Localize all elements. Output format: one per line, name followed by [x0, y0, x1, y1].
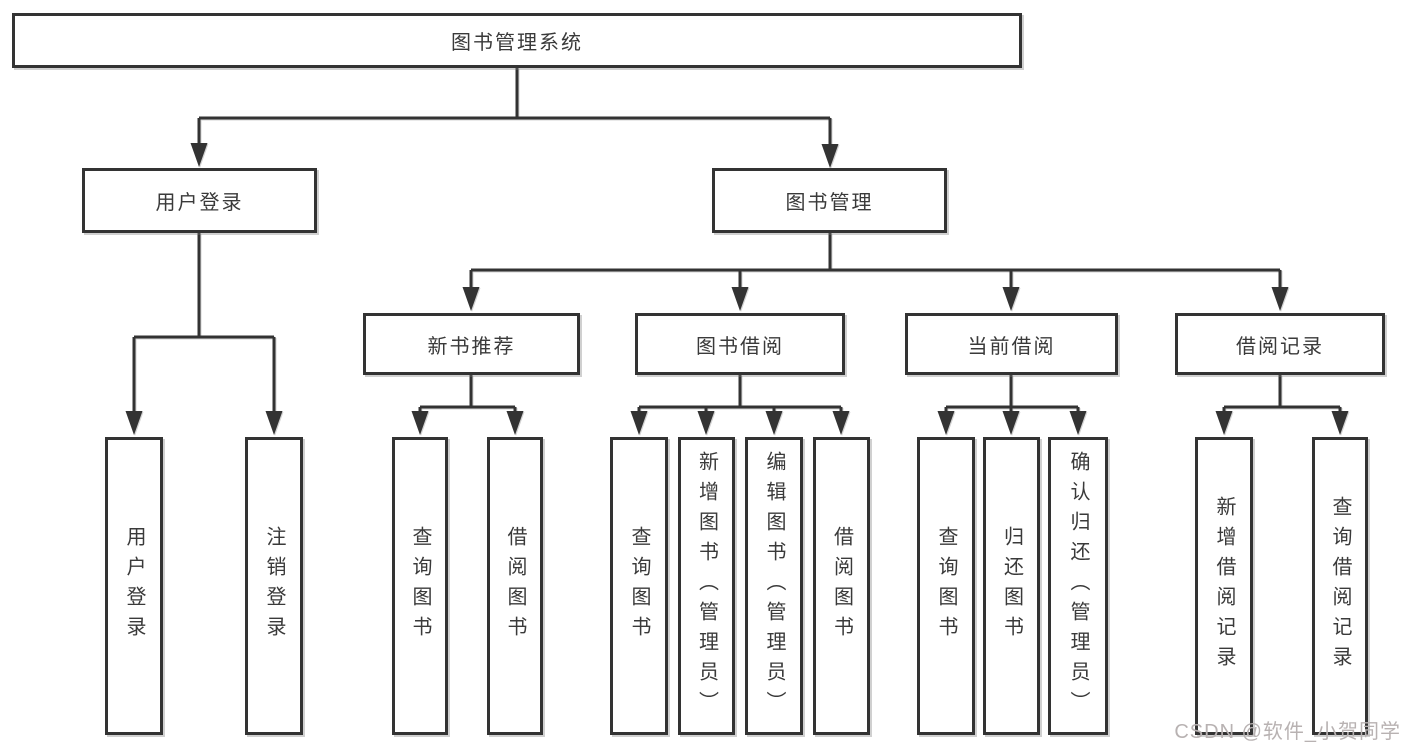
arrowhead — [765, 411, 783, 435]
leaf-query-book-recommend: 查询图书 — [392, 437, 448, 735]
node-new-book-recommend: 新书推荐 — [363, 313, 580, 375]
leaf-user-login: 用户登录 — [105, 437, 163, 735]
node-user-login: 用户登录 — [82, 168, 317, 233]
arrowhead — [265, 411, 283, 435]
arrowhead — [1002, 411, 1020, 435]
leaf-borrow-book: 借阅图书 — [813, 437, 870, 735]
leaf-add-book-admin: 新增图书（管理员） — [678, 437, 735, 735]
arrowhead — [630, 411, 648, 435]
arrowhead — [411, 411, 429, 435]
leaf-return-book: 归还图书 — [983, 437, 1040, 735]
arrowhead — [1215, 411, 1233, 435]
leaf-add-borrow-record: 新增借阅记录 — [1195, 437, 1253, 735]
arrowhead — [697, 411, 715, 435]
node-current-borrowing: 当前借阅 — [905, 313, 1118, 375]
arrowhead — [1271, 287, 1289, 311]
leaf-query-book-current: 查询图书 — [917, 437, 975, 735]
node-root: 图书管理系统 — [12, 13, 1022, 68]
arrowhead — [190, 143, 208, 167]
arrowhead — [462, 287, 480, 311]
csdn-watermark: CSDN @软件_小贺同学 — [1174, 721, 1401, 743]
arrowhead — [1331, 411, 1349, 435]
arrowhead — [731, 287, 749, 311]
arrowhead — [821, 144, 839, 168]
leaf-confirm-return-admin: 确认归还（管理员） — [1048, 437, 1108, 735]
leaf-logout: 注销登录 — [245, 437, 303, 735]
node-book-management: 图书管理 — [712, 168, 947, 233]
arrowhead — [506, 411, 524, 435]
arrowhead — [937, 411, 955, 435]
leaf-borrow-book-recommend: 借阅图书 — [487, 437, 543, 735]
arrowhead — [832, 411, 850, 435]
arrowhead — [1069, 411, 1087, 435]
leaf-query-book-borrowing: 查询图书 — [610, 437, 668, 735]
leaf-query-borrow-record: 查询借阅记录 — [1312, 437, 1368, 735]
node-borrowing-records: 借阅记录 — [1175, 313, 1385, 375]
arrowhead — [125, 411, 143, 435]
leaf-edit-book-admin: 编辑图书（管理员） — [745, 437, 803, 735]
arrowhead — [1002, 287, 1020, 311]
node-book-borrowing: 图书借阅 — [635, 313, 845, 375]
